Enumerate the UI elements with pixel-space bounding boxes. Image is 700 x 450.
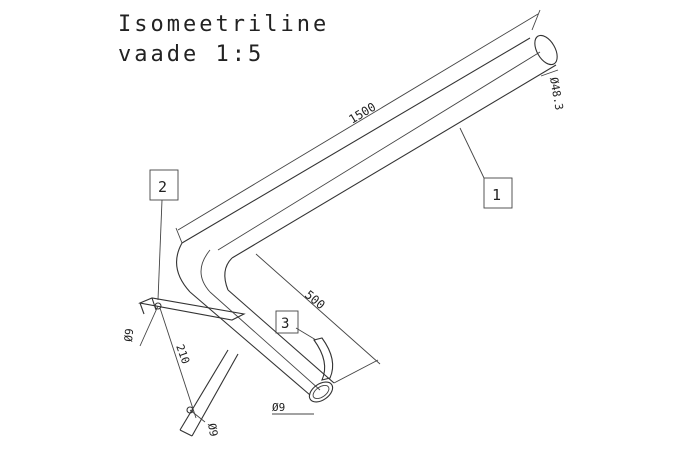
dim-diameter-text: Ø48.3: [547, 76, 566, 111]
pipe-upper-edge: [181, 37, 531, 244]
lower-pipe-center: [209, 291, 321, 391]
hole-callouts: Ø9 Ø9 Ø9: [122, 305, 314, 438]
hole-2-leader: [189, 409, 206, 423]
lower-pipe: [189, 289, 335, 403]
bend-middle: [200, 249, 211, 293]
hole-3-text: Ø9: [272, 401, 285, 414]
dim-diameter-leader: [540, 69, 559, 77]
drawing-scale: vaade 1:5: [118, 42, 265, 67]
drawing-title: Isomeetriline: [118, 12, 330, 37]
bracket-edge-left: [139, 302, 145, 315]
dim-210-line: [159, 307, 197, 419]
callout-3-box: [275, 310, 299, 334]
hole-2-text: Ø9: [205, 422, 220, 437]
strap-edge-a: [179, 349, 229, 431]
strap-3-shape: [313, 337, 334, 381]
bend-outer: [176, 242, 191, 293]
lower-pipe-inner-ellipse: [312, 384, 330, 400]
dim-1500-line: [177, 13, 539, 231]
hole-1-text: Ø9: [122, 328, 136, 342]
bracket: [138, 297, 246, 321]
dim-500-ext: [333, 359, 379, 384]
callout-1: 1: [459, 127, 513, 209]
lower-strap: [179, 349, 239, 437]
callout-2: 2: [149, 169, 179, 301]
dim-1500-text: 1500: [346, 100, 378, 127]
pipe-center-line: [217, 51, 541, 251]
callout-3: 3: [275, 310, 299, 334]
dim-diameter: Ø48.3: [540, 69, 566, 111]
dim-210: 210: [159, 307, 197, 419]
small-strap: [295, 327, 334, 381]
pipe-bend: [176, 242, 233, 293]
dim-500-text: 500: [302, 288, 328, 313]
pipe-end-ellipse: [534, 34, 558, 66]
dim-210-text: 210: [173, 343, 192, 366]
callout-2-box: [149, 169, 179, 201]
dim-1500-ext-b: [531, 9, 541, 31]
callout-3-leader: [295, 327, 317, 341]
callout-2-leader: [157, 199, 163, 301]
bracket-hole: [154, 302, 162, 310]
dim-500-line: [255, 253, 381, 365]
strap-end: [179, 429, 193, 437]
main-pipe: [181, 34, 558, 259]
pipe-lower-edge: [231, 64, 557, 259]
bend-inner: [224, 257, 233, 291]
callout-2-text: 2: [158, 178, 167, 196]
callout-1-text: 1: [492, 186, 501, 204]
hole-1-leader: [139, 305, 159, 347]
dim-500: 500: [255, 253, 381, 384]
dim-1500-ext-a: [175, 227, 183, 244]
strap-edge-b: [191, 353, 239, 437]
callout-1-leader: [459, 127, 485, 179]
lower-pipe-left-edge: [189, 291, 311, 396]
bracket-plate: [138, 297, 246, 321]
lower-pipe-end-ellipse: [308, 381, 334, 403]
lower-pipe-right-edge: [227, 289, 335, 384]
callout-3-text: 3: [281, 316, 289, 332]
callout-1-box: [483, 177, 513, 209]
